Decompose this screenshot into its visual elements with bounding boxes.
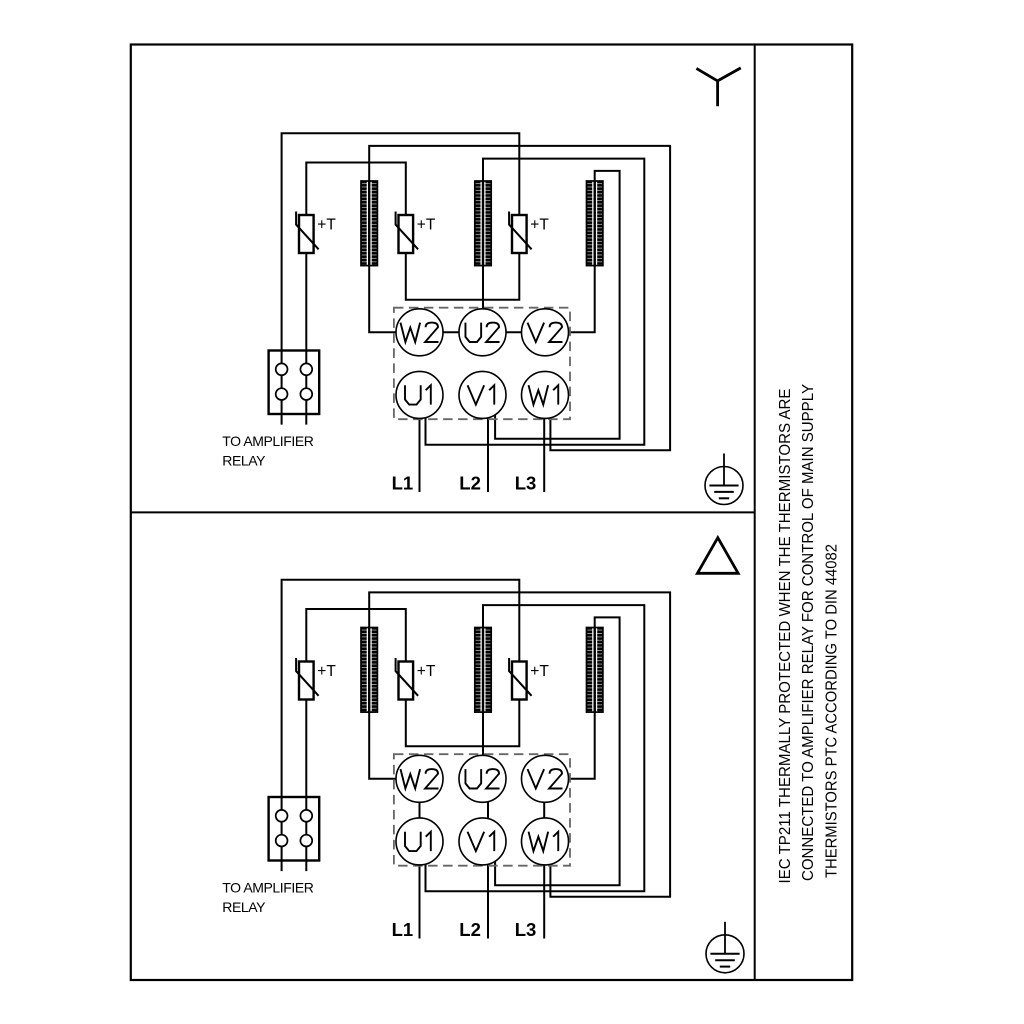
svg-text:THERMISTORS PTC ACCORDING TO D: THERMISTORS PTC ACCORDING TO DIN 44082 — [824, 544, 841, 878]
svg-text:IEC TP211 THERMALLY PROTECTED: IEC TP211 THERMALLY PROTECTED WHEN THE T… — [777, 389, 794, 884]
svg-text:CONNECTED TO AMPLIFIER RELAY F: CONNECTED TO AMPLIFIER RELAY FOR CONTROL… — [800, 384, 817, 881]
